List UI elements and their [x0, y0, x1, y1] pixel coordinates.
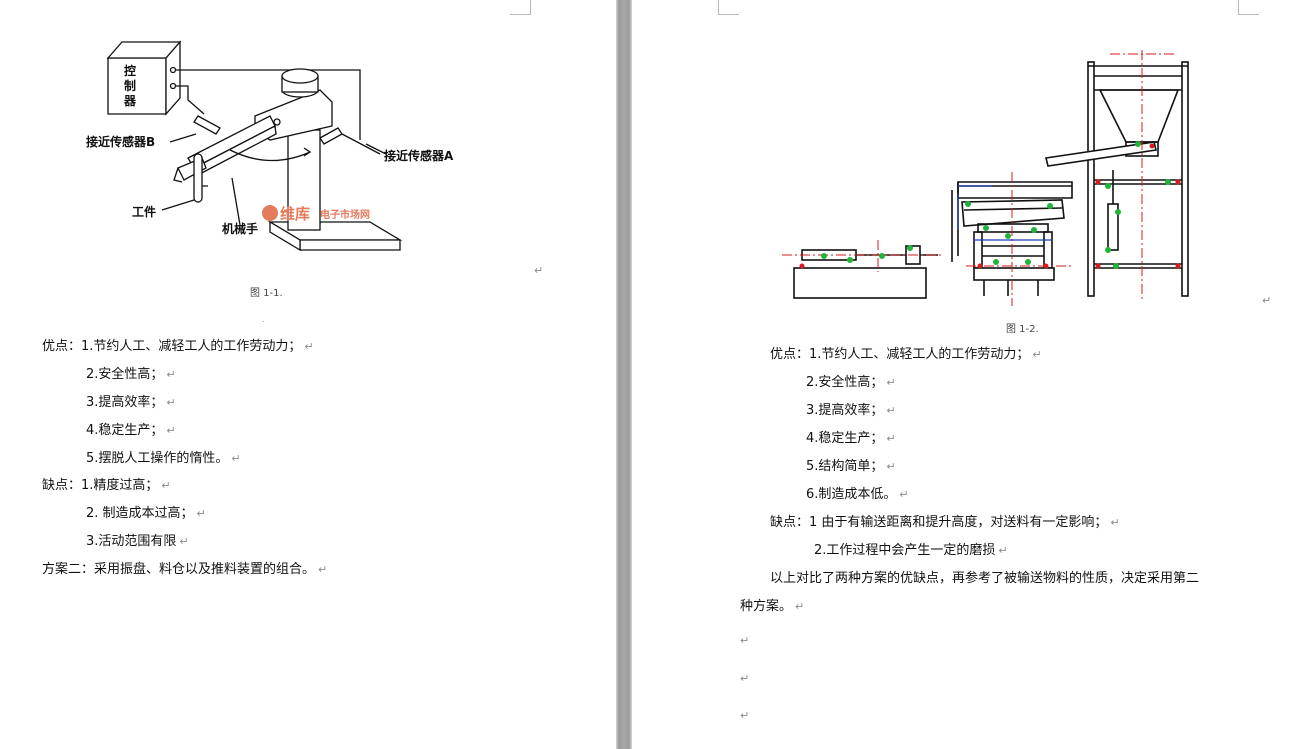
paragraph-mark: ↵	[740, 672, 750, 685]
watermark-sub: 电子市场网	[320, 208, 370, 221]
paragraph-mark: .	[262, 315, 265, 324]
paragraph-mark: ↵	[740, 709, 750, 722]
watermark-logo-icon	[262, 205, 278, 221]
text-line: 6.制造成本低。↵	[806, 487, 909, 502]
sensor-a-label: 接近传感器A	[384, 148, 454, 163]
text-line: 3.活动范围有限↵	[86, 534, 189, 549]
page-corner-mark	[1238, 0, 1259, 15]
figure-1-1-manipulator-diagram: 控 制 器 接近传感器B 接近传感器A 工件 机械手 维库 电子市场网	[86, 40, 454, 252]
document-page-left: 控 制 器 接近传感器B 接近传感器A 工件 机械手 维库 电子市场网 ↵ 图 …	[0, 0, 616, 749]
controller-label-1: 控	[124, 63, 136, 78]
workpiece-label: 工件	[132, 204, 156, 219]
figure-1-2-feeder-diagram	[782, 50, 1189, 306]
text-line: 3.提高效率；↵	[806, 403, 896, 418]
figure-1-1-caption: 图 1-1.	[250, 288, 283, 299]
manipulator-label: 机械手	[222, 221, 258, 236]
text-line: 2. 制造成本过高；↵	[86, 506, 206, 521]
paragraph-mark: ↵	[534, 264, 544, 277]
text-line: 2.安全性高；↵	[86, 367, 176, 382]
paragraph-mark: ↵	[740, 634, 750, 647]
text-line: 3.提高效率；↵	[86, 395, 176, 410]
text-line: 2.安全性高；↵	[806, 375, 896, 390]
page-corner-mark	[718, 0, 739, 15]
sensor-b-label: 接近传感器B	[86, 134, 155, 149]
text-line: 种方案。↵	[740, 599, 805, 614]
text-line: 缺点：1.精度过高；↵	[42, 478, 171, 493]
watermark-main: 维库	[280, 205, 310, 223]
page-divider	[616, 0, 632, 749]
text-line: 4.稳定生产；↵	[86, 423, 176, 438]
text-line: 2.工作过程中会产生一定的磨损↵	[814, 543, 1008, 558]
figure-1-2-caption: 图 1-2.	[1006, 324, 1039, 335]
page-corner-mark	[510, 0, 531, 15]
controller-label-3: 器	[123, 94, 137, 108]
text-line: 缺点：1 由于有输送距离和提升高度，对送料有一定影响；↵	[770, 515, 1120, 530]
paragraph-mark: ↵	[1262, 294, 1272, 307]
document-page-right: ↵ 图 1-2. 优点：1.节约人工、减轻工人的工作劳动力；↵ 2.安全性高；↵…	[632, 0, 1294, 749]
text-line: 优点：1.节约人工、减轻工人的工作劳动力；↵	[42, 339, 314, 354]
text-line: 以上对比了两种方案的优缺点，再参考了被输送物料的性质，决定采用第二	[770, 571, 1200, 586]
controller-label-2: 制	[124, 78, 136, 93]
text-line: 5.摆脱人工操作的惰性。↵	[86, 451, 241, 466]
text-line: 5.结构简单；↵	[806, 459, 896, 474]
text-line: 4.稳定生产；↵	[806, 431, 896, 446]
text-line: 优点：1.节约人工、减轻工人的工作劳动力；↵	[770, 347, 1042, 362]
text-line: 方案二：采用振盘、料仓以及推料装置的组合。↵	[42, 562, 328, 577]
